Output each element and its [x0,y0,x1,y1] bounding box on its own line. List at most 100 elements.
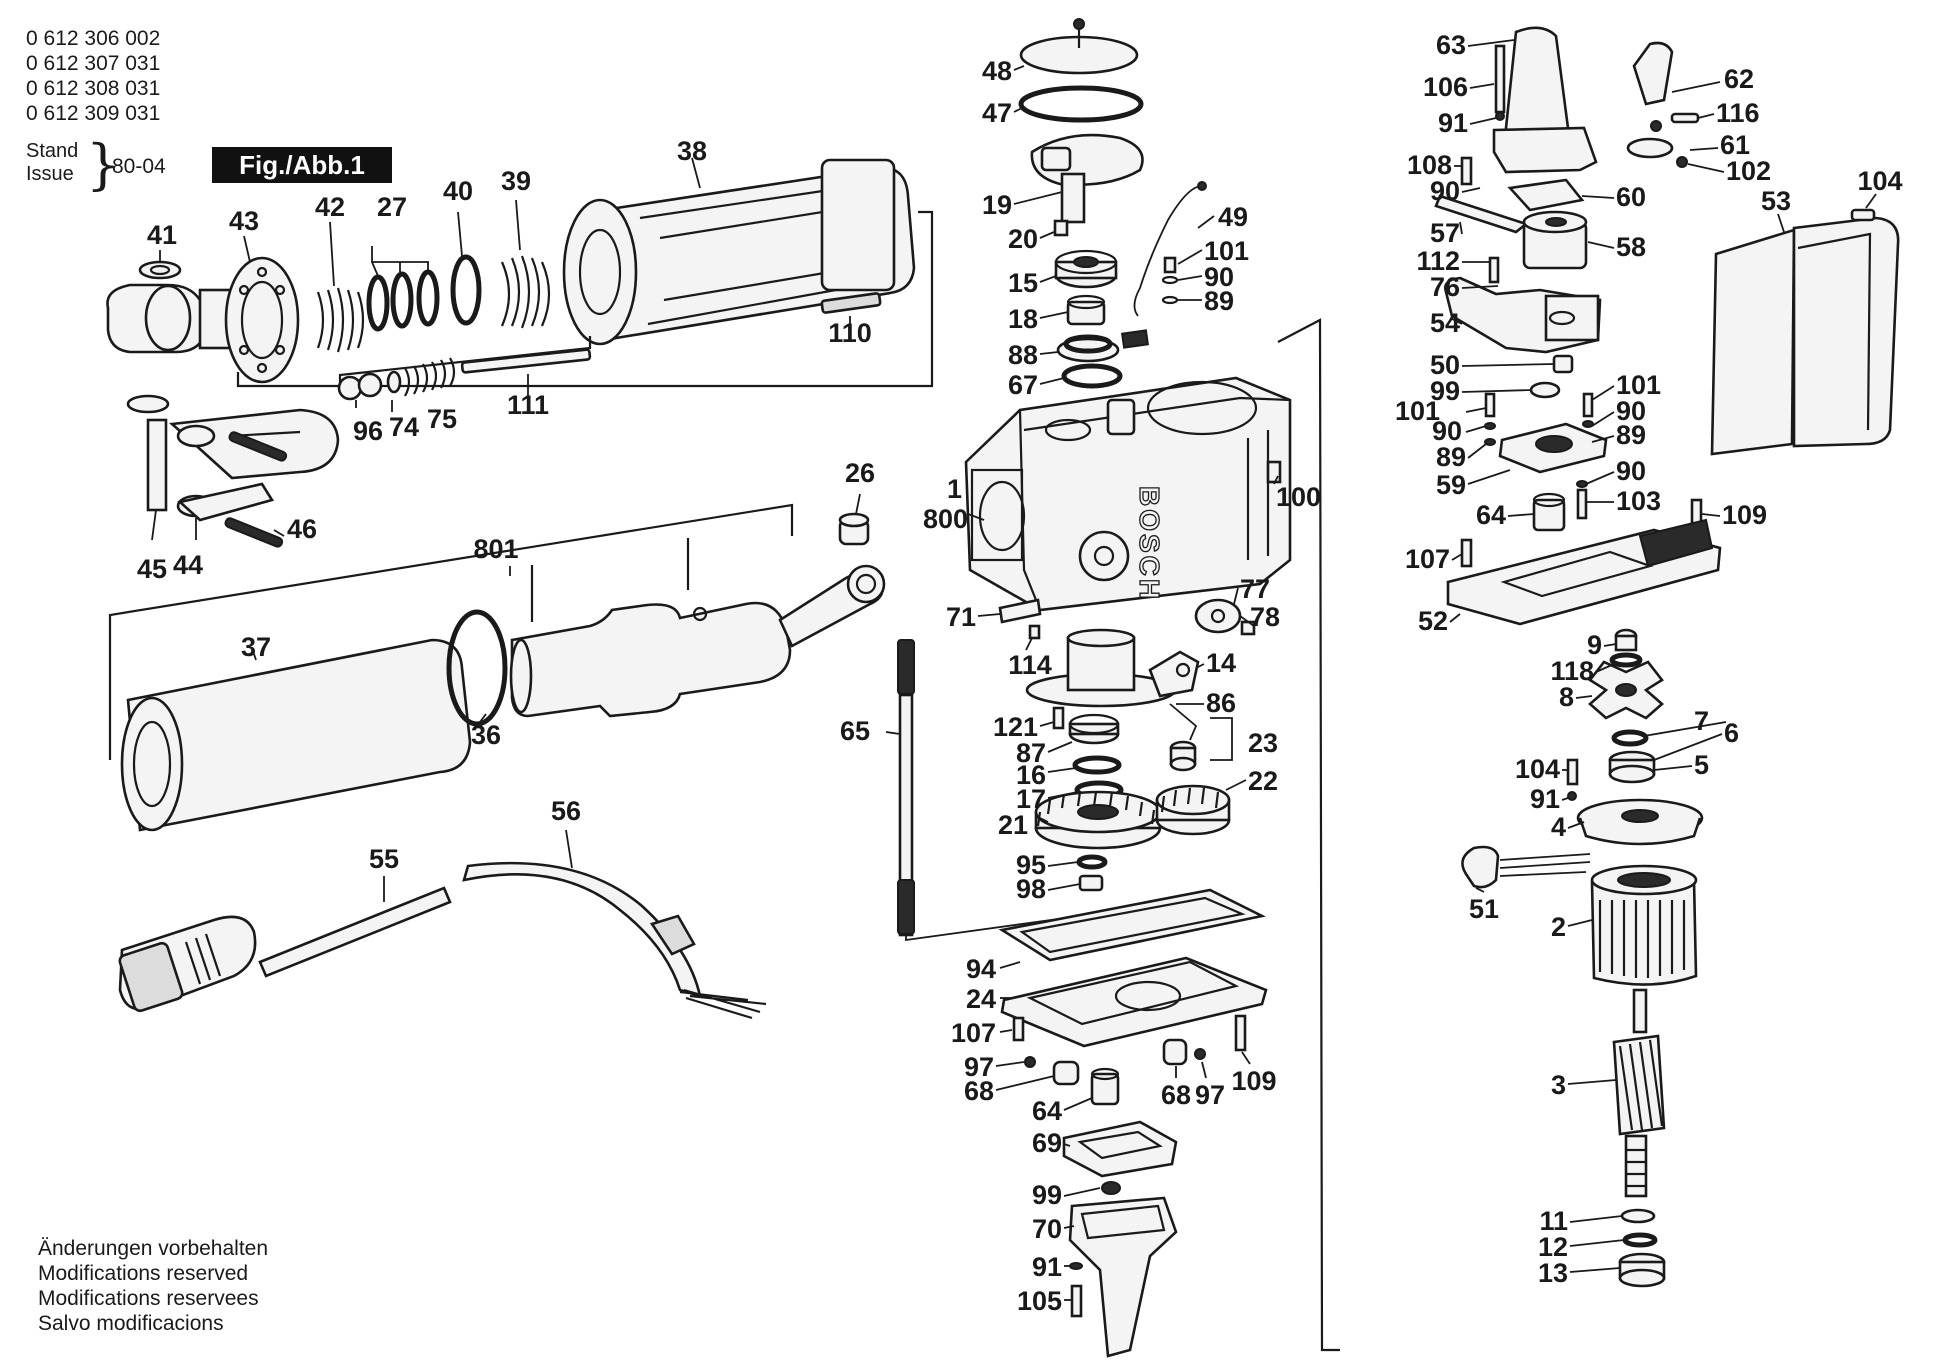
callout-99: 99 [1430,376,1460,406]
callout-94: 94 [966,954,996,984]
callout-68: 68 [964,1076,994,1106]
callout-46: 46 [287,514,317,544]
callout-103: 103 [1616,486,1661,516]
callout-61: 61 [1720,130,1750,160]
callout-42: 42 [315,192,345,222]
callout-54: 54 [1430,308,1460,338]
callout-53: 53 [1761,186,1791,216]
callout-104: 104 [1857,166,1902,196]
callout-101: 101 [1616,370,1661,400]
callout-63: 63 [1436,30,1466,60]
callout-60: 60 [1616,182,1646,212]
model-number: 0 612 309 031 [26,102,161,125]
callout-69: 69 [1032,1128,1062,1158]
notice-line: Modifications reservees [38,1287,259,1310]
callout-109: 109 [1722,500,1767,530]
callout-67: 67 [1008,370,1038,400]
callout-51: 51 [1469,894,1499,924]
callout-77: 77 [1240,574,1270,604]
callout-89: 89 [1616,420,1646,450]
callout-5: 5 [1694,750,1709,780]
callout-91: 91 [1438,108,1468,138]
handle-switch-assembly [1434,26,1900,626]
callout-800: 800 [923,504,968,534]
callout-41: 41 [147,220,177,250]
callout-89: 89 [1204,286,1234,316]
callout-91: 91 [1032,1252,1062,1282]
callout-19: 19 [982,190,1012,220]
callout-111: 111 [507,390,549,420]
housing-brand-text: BOSCH [1134,486,1165,602]
callout-71: 71 [946,602,976,632]
callout-52: 52 [1418,606,1448,636]
callout-89: 89 [1436,442,1466,472]
callout-90: 90 [1616,396,1646,426]
callout-801: 801 [473,534,518,564]
callout-44: 44 [173,550,203,580]
callout-6: 6 [1724,718,1739,748]
callout-106: 106 [1423,72,1468,102]
callout-98: 98 [1016,874,1046,904]
notice-line: Salvo modificacions [38,1312,224,1335]
callout-112: 112 [1416,246,1460,276]
callout-43: 43 [229,206,259,236]
callout-102: 102 [1726,156,1771,186]
callout-12: 12 [1538,1232,1568,1262]
notice-line: Änderungen vorbehalten [38,1237,269,1260]
callout-96: 96 [353,416,383,446]
callout-55: 55 [369,844,399,874]
tool-holder-assembly [106,158,934,548]
model-number: 0 612 308 031 [26,77,161,100]
callout-22: 22 [1248,766,1278,796]
callout-21: 21 [998,810,1028,840]
figure-label: Fig./Abb.1 [212,147,392,183]
callout-13: 13 [1538,1258,1568,1288]
callout-88: 88 [1008,340,1038,370]
callout-99: 99 [1032,1180,1062,1210]
callout-9: 9 [1587,630,1602,660]
callout-110: 110 [828,318,872,348]
callout-114: 114 [1008,650,1052,680]
barrel-assembly [108,503,886,832]
callout-59: 59 [1436,470,1466,500]
callout-116: 116 [1716,98,1760,128]
model-number: 0 612 307 031 [26,52,161,75]
callout-87: 87 [1016,738,1046,768]
callout-8: 8 [1559,682,1574,712]
callout-2: 2 [1551,912,1566,942]
callout-64: 64 [1476,500,1506,530]
callout-11: 11 [1539,1206,1568,1236]
part-callouts: 41 43 42 27 40 39 38 110 96 74 75 111 45… [137,30,1903,1316]
center-gearbox-stack: BOSCH [897,18,1340,1358]
callout-39: 39 [501,166,531,196]
callout-107: 107 [1405,544,1450,574]
callout-104: 104 [1515,754,1560,784]
callout-38: 38 [677,136,707,166]
callout-109: 109 [1231,1066,1276,1096]
callout-90: 90 [1616,456,1646,486]
callout-74: 74 [389,412,419,442]
callout-14: 14 [1206,648,1236,678]
callout-27: 27 [377,192,407,222]
callout-17: 17 [1016,784,1046,814]
cable-assembly [118,861,767,1020]
callout-76: 76 [1430,272,1460,302]
modification-notice: Änderungen vorbehalten Modifications res… [38,1236,268,1336]
model-number-list: 0 612 306 002 0 612 307 031 0 612 308 03… [26,26,160,126]
callout-121: 121 [993,712,1038,742]
callout-56: 56 [551,796,581,826]
callout-15: 15 [1008,268,1038,298]
issue-date: 80-04 [112,155,166,178]
stand-label: Stand [26,140,79,162]
callout-68: 68 [1161,1080,1191,1110]
callout-45: 45 [137,554,167,584]
callout-105: 105 [1017,1286,1062,1316]
callout-26: 26 [845,458,875,488]
model-number: 0 612 306 002 [26,27,161,50]
callout-101: 101 [1204,236,1249,266]
callout-78: 78 [1250,602,1280,632]
leader-lines [151,39,1877,1301]
brace-glyph: } [86,133,121,196]
callout-40: 40 [443,176,473,206]
